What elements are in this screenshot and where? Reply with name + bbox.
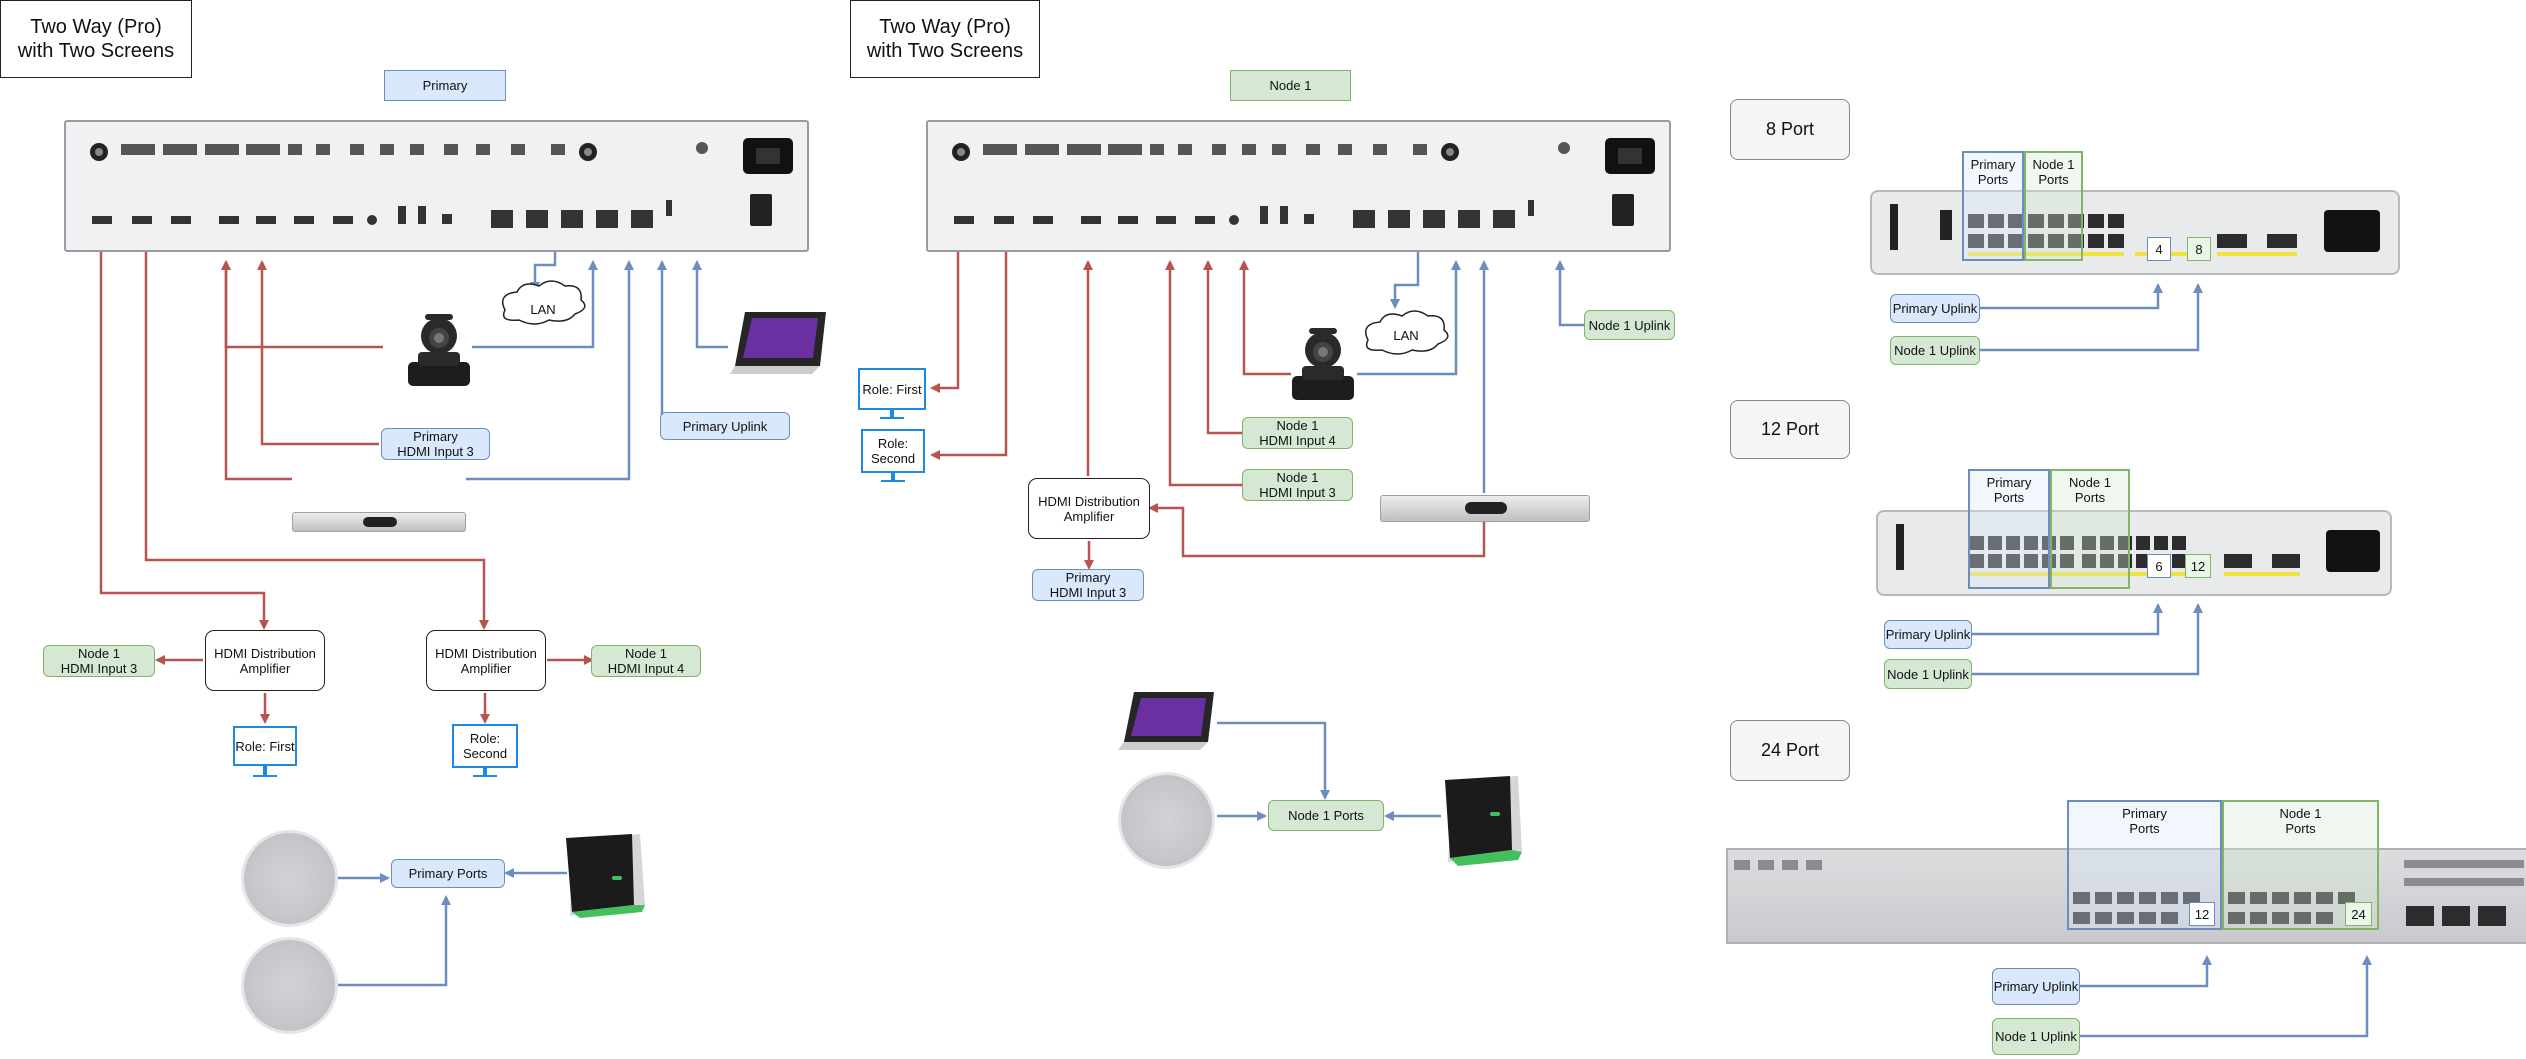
ceiling-speaker-icon	[1118, 772, 1215, 869]
role-first-label: Role: First	[235, 738, 295, 754]
codec-label-node1: Node 1	[1230, 70, 1351, 101]
role-first-label-middle: Role: First	[862, 381, 922, 397]
display-icon: Role: Second	[861, 429, 925, 473]
display-base	[880, 417, 904, 419]
soundbar-icon	[1380, 495, 1590, 522]
codec-primary	[64, 120, 809, 252]
network-switch-icon	[1870, 190, 2400, 275]
switch-24-port-title: 24 Port	[1730, 720, 1850, 781]
node1-uplink-label-12: Node 1 Uplink	[1884, 659, 1972, 689]
display-base	[253, 775, 277, 777]
primary-uplink-label: Primary Uplink	[660, 412, 790, 440]
primary-uplink-label-12: Primary Uplink	[1884, 620, 1972, 649]
display-stand	[483, 768, 487, 776]
hdmi-distribution-amplifier-1: HDMI Distribution Amplifier	[205, 630, 325, 691]
section-title-left: Two Way (Pro) with Two Screens	[0, 0, 192, 78]
display-stand	[263, 766, 267, 775]
display-base	[473, 775, 497, 777]
codec-primary-ports	[90, 138, 793, 228]
network-switch-icon	[1876, 510, 2392, 596]
node1-hdmi-input-3-label: Node 1 HDMI Input 3	[43, 645, 155, 677]
switch-8-port-title: 8 Port	[1730, 99, 1850, 160]
codec-node1	[926, 120, 1671, 252]
switch-12-port-title: 12 Port	[1730, 400, 1850, 459]
display-icon: Role: First	[858, 368, 926, 410]
primary-ports-label: Primary Ports	[391, 859, 505, 888]
node1-uplink-label-8: Node 1 Uplink	[1890, 336, 1980, 365]
node1-uplink-label: Node 1 Uplink	[1584, 310, 1675, 340]
display-base	[881, 480, 905, 482]
node1-hdmi-input-4-label: Node 1 HDMI Input 4	[591, 645, 701, 677]
uplink-port-a-8: 4	[2147, 237, 2171, 261]
uplink-port-b-12: 12	[2185, 554, 2211, 578]
node1-ports-region-12: Node 1 Ports	[2050, 469, 2130, 589]
primary-uplink-label-24: Primary Uplink	[1992, 968, 2080, 1005]
lan-label-middle: LAN	[1393, 327, 1419, 343]
display-icon: Role: First	[233, 726, 297, 766]
primary-ports-region-8: Primary Ports	[1962, 151, 2024, 261]
role-second-label: Role: Second	[462, 731, 508, 761]
ceiling-speaker-icon	[241, 830, 338, 927]
role-second-label-middle: Role: Second	[870, 436, 916, 466]
uplink-port-b-24: 24	[2345, 902, 2372, 926]
switch-8-port-panel	[1890, 204, 2380, 256]
switch-12-port-panel	[1896, 524, 2380, 576]
node1-ports-label: Node 1 Ports	[1268, 800, 1384, 831]
primary-hdmi-input-3-label: Primary HDMI Input 3	[381, 428, 490, 460]
soundbar-icon	[292, 512, 466, 532]
display-stand	[890, 410, 894, 418]
uplink-port-a-24: 12	[2189, 902, 2215, 926]
lan-label-left: LAN	[530, 301, 556, 317]
hdmi-distribution-amplifier-middle: HDMI Distribution Amplifier	[1028, 478, 1150, 539]
primary-uplink-label-8: Primary Uplink	[1890, 294, 1980, 323]
node1-ports-region-8: Node 1 Ports	[2024, 151, 2083, 261]
node1-uplink-label-24: Node 1 Uplink	[1992, 1018, 2080, 1055]
codec-label-primary: Primary	[384, 70, 506, 101]
primary-ports-region-12: Primary Ports	[1968, 469, 2050, 589]
section-title-middle: Two Way (Pro) with Two Screens	[850, 0, 1040, 78]
ceiling-speaker-icon	[241, 937, 338, 1034]
display-stand	[891, 473, 895, 481]
node1-hdmi-input-3-label-middle: Node 1 HDMI Input 3	[1242, 469, 1353, 501]
primary-hdmi-input-3-label-middle: Primary HDMI Input 3	[1032, 569, 1144, 601]
uplink-port-b-8: 8	[2187, 237, 2211, 261]
node1-hdmi-input-4-label-middle: Node 1 HDMI Input 4	[1242, 417, 1353, 449]
uplink-port-a-12: 6	[2147, 554, 2171, 578]
node1-ports-region-24: Node 1 Ports	[2222, 800, 2379, 930]
codec-node1-ports	[952, 138, 1655, 228]
switch-24-port-panel	[1734, 860, 2524, 926]
display-icon: Role: Second	[452, 724, 518, 768]
hdmi-distribution-amplifier-2: HDMI Distribution Amplifier	[426, 630, 546, 691]
